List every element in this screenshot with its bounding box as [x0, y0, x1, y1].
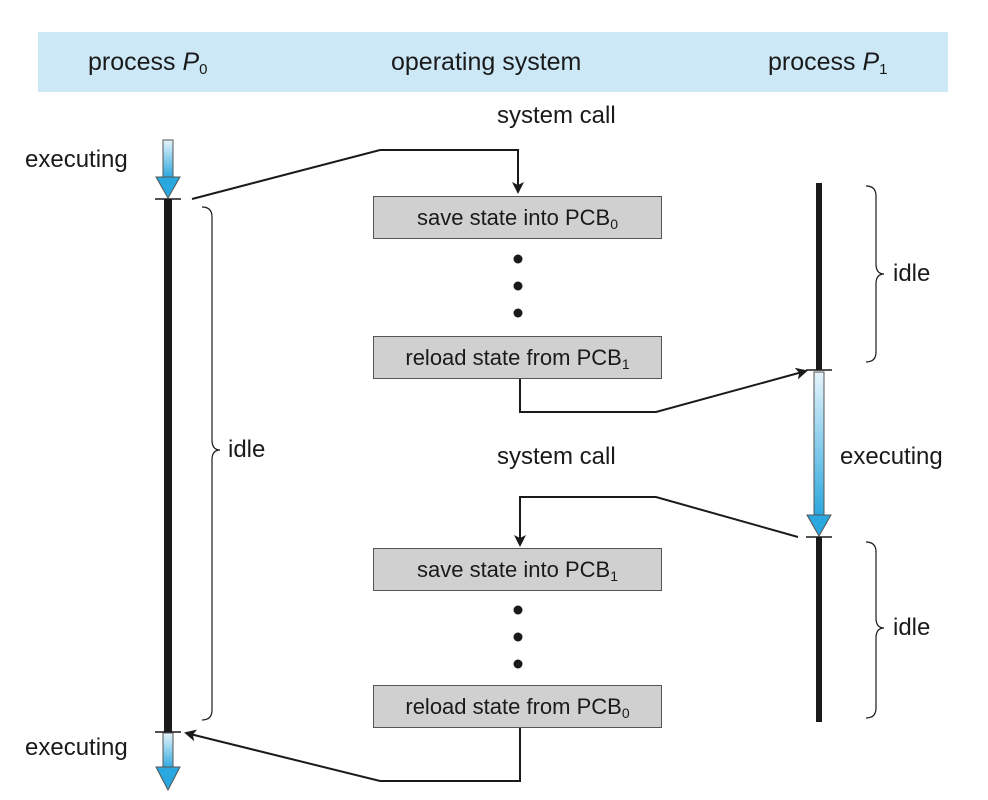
- box-text: save state into PCB: [416, 557, 611, 582]
- reload-state-pcb0-box: reload state from PCB0: [373, 685, 662, 728]
- save-state-pcb1-box: save state into PCB1: [373, 548, 662, 591]
- system-call-label-middle: system call: [497, 443, 616, 470]
- arrow-p1-to-os: [514, 496, 799, 547]
- p0-header-prefix: process: [88, 48, 183, 76]
- p0-executing-label-bottom: executing: [25, 734, 128, 761]
- p1-idle-brace-top: [865, 185, 885, 363]
- reload-state-pcb1-box: reload state from PCB1: [373, 336, 662, 379]
- box-sub: 1: [610, 568, 618, 584]
- p0-idle-bar: [164, 199, 172, 732]
- box-sub: 1: [621, 356, 630, 372]
- p1-header-prefix: process: [768, 48, 863, 76]
- box-text: reload state from PCB: [405, 694, 622, 719]
- p1-executing-arrow: [806, 371, 832, 538]
- arrow-os-to-p0: [184, 728, 521, 782]
- p0-header-var: P: [182, 48, 200, 76]
- box-sub: 0: [610, 216, 618, 232]
- box-text: save state into PCB: [416, 205, 611, 230]
- process-p0-header: process P0: [88, 32, 208, 92]
- ellipsis-dots-bottom: [513, 605, 523, 669]
- ellipsis-dots-top: [513, 254, 523, 318]
- box-sub: 0: [621, 705, 630, 721]
- box-text: reload state from PCB: [405, 345, 622, 370]
- p0-idle-label: idle: [228, 436, 266, 463]
- p1-executing-label: executing: [840, 443, 943, 470]
- p0-idle-brace: [201, 206, 221, 721]
- operating-system-header: operating system: [391, 48, 582, 76]
- p1-header-var: P: [862, 48, 880, 76]
- p1-idle-brace-bottom: [865, 541, 885, 719]
- arrow-p0-to-os: [191, 149, 524, 200]
- process-p1-header: process P1: [768, 32, 888, 92]
- save-state-pcb0-box: save state into PCB0: [373, 196, 662, 239]
- p0-executing-label-top: executing: [25, 146, 128, 173]
- system-call-label-top: system call: [497, 102, 616, 129]
- p1-header-sub: 1: [879, 61, 888, 78]
- arrow-os-to-p1: [519, 367, 808, 413]
- p0-executing-arrow-bottom: [155, 732, 181, 792]
- p1-idle-label-bottom: idle: [893, 614, 931, 641]
- header-band: [38, 32, 948, 92]
- p1-idle-label-top: idle: [893, 260, 931, 287]
- p0-header-sub: 0: [199, 61, 208, 78]
- p0-executing-arrow-top: [155, 139, 181, 200]
